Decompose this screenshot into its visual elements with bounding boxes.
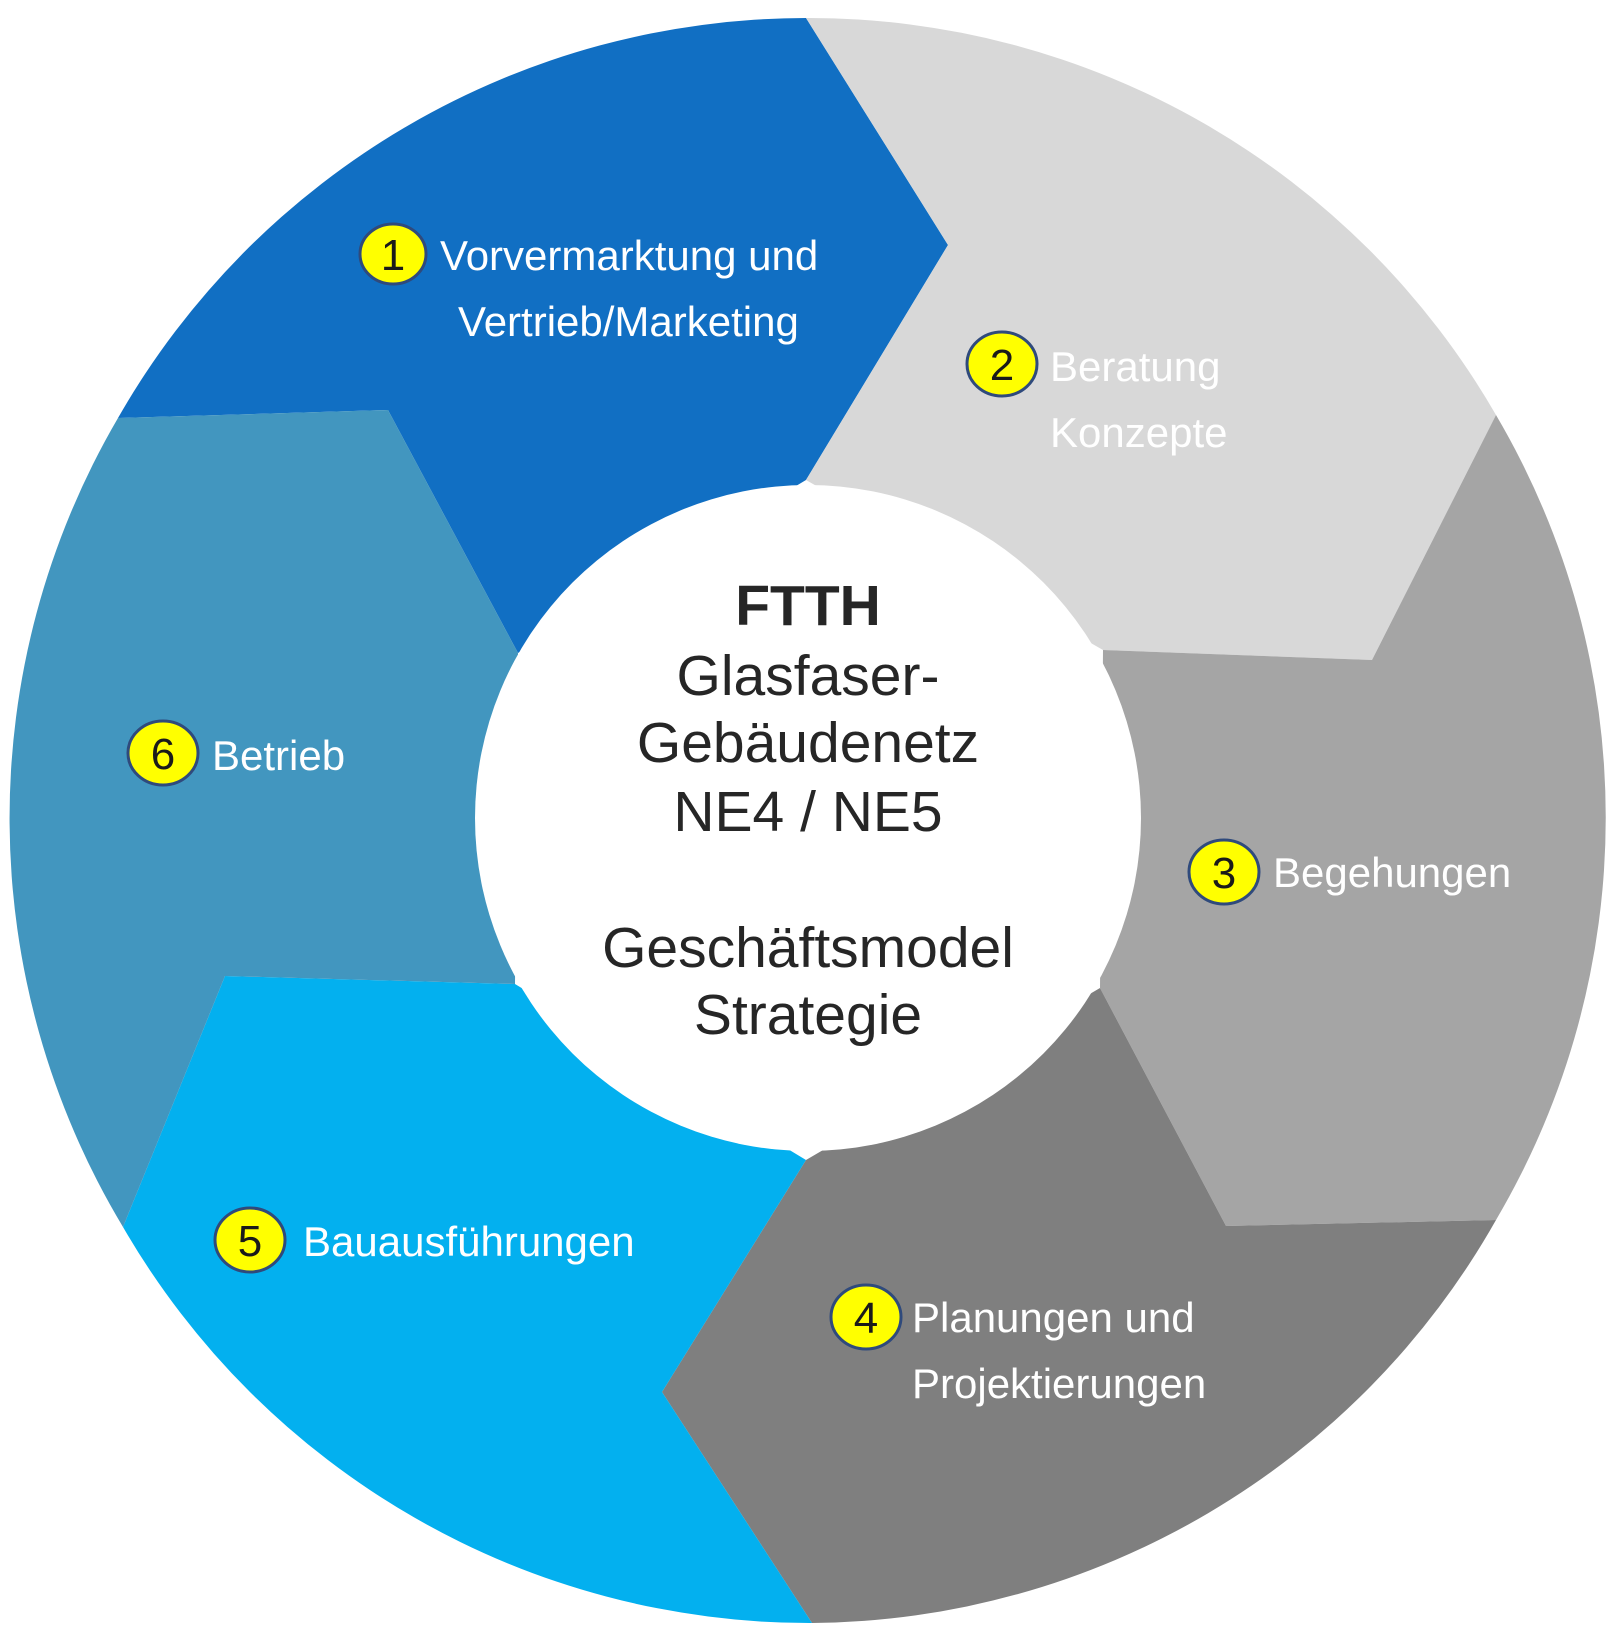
segment-2-label: 2 Beratung Konzepte (965, 330, 1227, 456)
segment-4-label: 4 Planungen und Projektierungen (829, 1283, 1206, 1407)
segment-4-line-2: Projektierungen (912, 1360, 1206, 1407)
center-line-4: Geschäftsmodel (602, 916, 1014, 980)
center-circle (475, 485, 1141, 1151)
badge-2 (965, 330, 1039, 398)
center-line-1: Glasfaser- (677, 644, 940, 708)
segment-5-label: 5 Bauausführungen (213, 1206, 635, 1274)
segment-2-line-2: Konzepte (1050, 409, 1227, 456)
badge-1 (358, 222, 428, 286)
segment-2-beratung[interactable] (806, 17, 1496, 661)
badge-6-number: 6 (151, 730, 175, 779)
segment-2-line-1: Beratung (1050, 343, 1220, 390)
center-line-5: Strategie (694, 983, 922, 1047)
center-line-3: NE4 / NE5 (673, 780, 942, 844)
segment-4-planungen[interactable] (662, 988, 1496, 1623)
segment-5-bauausfuehrungen[interactable] (123, 976, 812, 1624)
center-line-2: Gebäudenetz (637, 711, 979, 775)
segment-1-label: 1 Vorvermarktung und Vertrieb/Marketing (358, 222, 818, 345)
segment-3-line-1: Begehungen (1273, 849, 1511, 896)
center-text-block: FTTH Glasfaser- Gebäudenetz NE4 / NE5 Ge… (602, 574, 1014, 1047)
badge-4-number: 4 (854, 1294, 878, 1343)
badge-5 (213, 1206, 287, 1274)
badge-1-number: 1 (381, 231, 405, 280)
segment-6-betrieb[interactable] (9, 410, 518, 1227)
segment-4-line-1: Planungen und (912, 1294, 1195, 1341)
badge-4 (829, 1283, 903, 1351)
segment-6-line-1: Betrieb (212, 732, 345, 779)
segment-1-line-1: Vorvermarktung und (440, 232, 818, 279)
center-title: FTTH (735, 574, 881, 638)
segment-6-label: 6 Betrieb (126, 719, 345, 787)
badge-3 (1187, 838, 1261, 906)
badge-3-number: 3 (1212, 849, 1236, 898)
segment-3-begehungen[interactable] (1100, 415, 1606, 1226)
segment-5-line-1: Bauausführungen (303, 1218, 635, 1265)
badge-5-number: 5 (238, 1217, 262, 1266)
segment-3-label: 3 Begehungen (1187, 838, 1511, 906)
segment-1-line-2: Vertrieb/Marketing (458, 298, 799, 345)
badge-2-number: 2 (990, 341, 1014, 390)
badge-6 (126, 719, 200, 787)
